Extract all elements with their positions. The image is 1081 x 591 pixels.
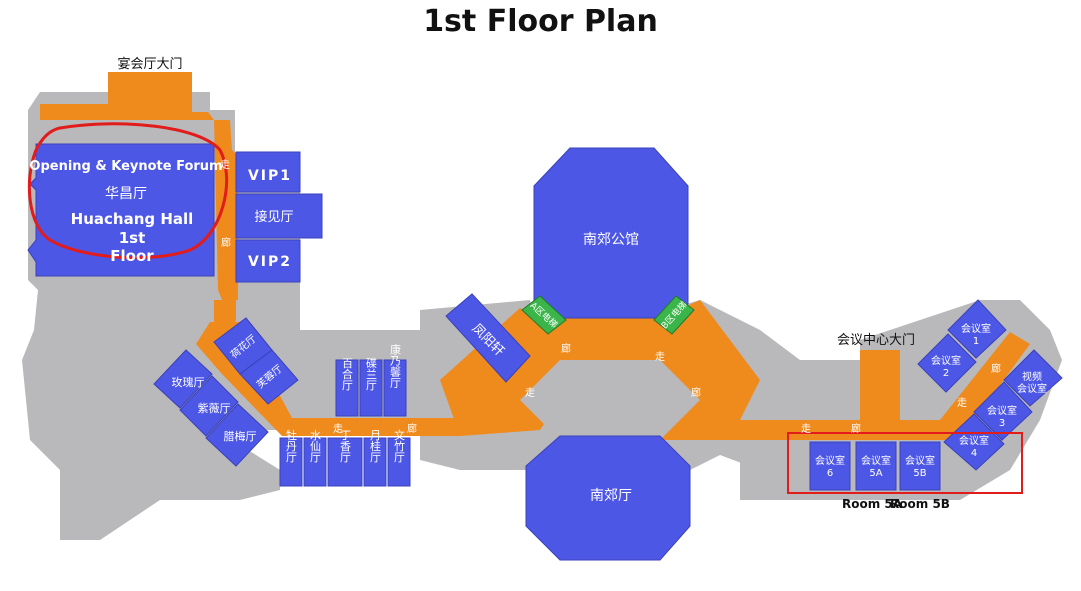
meeting-room-1: [947, 299, 1007, 359]
meeting-room-5b: [899, 441, 941, 491]
vip1-label: VIP1: [248, 168, 292, 184]
video-meeting-room-label: 视频会议室: [1017, 370, 1047, 395]
nanjiao-ting-room: [525, 435, 691, 561]
huachang-cn-label: 华昌厅: [105, 186, 147, 202]
corridor-glyph-zou-6: 走: [957, 397, 967, 409]
corridor-glyph-zou-5: 走: [801, 423, 811, 435]
wenzhu-room: [387, 437, 411, 487]
elevator-a: [521, 295, 567, 335]
baihe-room: [335, 359, 359, 417]
east-corridor: [720, 332, 1030, 440]
ziwei-label: 紫薇厅: [198, 402, 231, 415]
dielan-room: [359, 359, 383, 417]
rooms: [27, 143, 1063, 561]
corridor-glyph-zou-2: 走: [333, 423, 343, 435]
conference-center-gate-label: 会议中心大门: [837, 333, 915, 348]
room-5a-label: Room 5A: [842, 497, 903, 511]
meeting-room-4: [943, 413, 1005, 471]
dingxiang-room: [327, 437, 363, 487]
nanjiao-guan-label: 南郊公馆: [583, 231, 639, 248]
corridor-glyph-lang-2: 廊: [407, 422, 417, 435]
dingxiang-label: 丁香厅: [339, 430, 352, 463]
meigui-label: 玫瑰厅: [172, 375, 205, 389]
dielan-label: 碟兰厅: [365, 357, 378, 390]
lamei-room: [205, 403, 269, 467]
west-corridor: [196, 322, 460, 436]
wenzhu-label: 文竹厅: [393, 428, 406, 462]
corridor-glyph-lang-4: 廊: [691, 386, 701, 399]
huachang-hall: [27, 143, 215, 277]
baihe-label: 百合厅: [341, 358, 354, 391]
corridor-glyph-zou-4: 走: [655, 351, 665, 363]
meeting-room-5a: [855, 441, 897, 491]
corridor-glyph-zou-1: 走: [220, 159, 230, 171]
furong-room: [239, 349, 299, 405]
fengyang-room: [445, 293, 531, 383]
banquet-gate-label: 宴会厅大门: [117, 56, 182, 72]
meigui-room: [153, 349, 213, 409]
elevator-b: [653, 295, 695, 335]
svg-text:Room 5B: Room 5B: [890, 497, 950, 511]
keynote-circle: [27, 122, 229, 260]
yuegui-label: 月桂厅: [369, 430, 382, 463]
shuixian-label: 水仙厅: [309, 429, 322, 462]
banquet-corridor: [40, 72, 238, 300]
corridor-glyph-lang-5: 廊: [851, 422, 861, 435]
jiejian-room: [235, 193, 323, 239]
corridor-glyph-zou-3: 走: [525, 387, 535, 399]
mudan-room: [279, 437, 303, 487]
central-courtyard: [520, 360, 700, 440]
meeting-room-3: [973, 381, 1033, 441]
ziwei-room: [179, 375, 239, 437]
meeting-room-6: [809, 441, 851, 491]
kangnaixin-label: 康乃馨厅: [389, 343, 402, 388]
page-title: 1st Floor Plan: [423, 4, 658, 39]
vip1-room: [235, 151, 301, 193]
kangnaixin-room: [383, 359, 407, 417]
room-5b-label: Room 5B: [890, 497, 950, 511]
meeting-rooms-highlight-box: [787, 432, 1023, 494]
mudan-label: 牡丹厅: [285, 428, 298, 462]
elevators: [521, 295, 695, 335]
meeting-room-2: [917, 333, 977, 393]
video-meeting-room: [1003, 349, 1063, 407]
corridor-glyph-lang-6: 廊: [991, 362, 1001, 375]
shuixian-room: [303, 437, 327, 487]
yuegui-room: [363, 437, 387, 487]
forum-label: Opening & Keynote Forum: [29, 159, 222, 174]
corridor-glyph-lang-1: 廊: [221, 236, 231, 249]
vip2-room: [235, 239, 301, 283]
lamei-label: 腊梅厅: [224, 429, 257, 443]
vip2-label: VIP2: [248, 254, 292, 270]
nanjiao-ting-label: 南郊厅: [590, 487, 632, 504]
huachang-en-label: Huachang Hall: [71, 210, 194, 228]
jiejian-label: 接见厅: [254, 209, 293, 225]
svg-text:Room 5A: Room 5A: [842, 497, 903, 511]
corridor-glyph-lang-3: 廊: [561, 342, 571, 355]
